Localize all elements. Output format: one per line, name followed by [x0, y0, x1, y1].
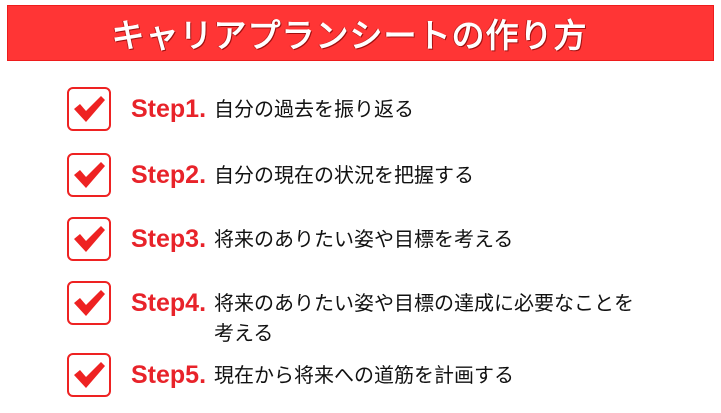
step-item-3: Step3. 将来のありたい姿や目標を考える: [67, 217, 513, 261]
step-description-line-1: 将来のありたい姿や目標の達成に必要なことを: [214, 291, 635, 315]
step-item-1: Step1. 自分の過去を振り返る: [67, 87, 414, 131]
step-description: 将来のありたい姿や目標の達成に必要なことを 考える: [214, 288, 634, 348]
checkbox-checked-icon: [67, 353, 111, 397]
step-label: Step3.: [131, 225, 207, 253]
step-description: 将来のありたい姿や目標を考える: [214, 227, 514, 251]
step-item-2: Step2. 自分の現在の状況を把握する: [67, 153, 474, 197]
step-description: 自分の現在の状況を把握する: [214, 163, 475, 187]
step-description: 自分の過去を振り返る: [214, 97, 415, 121]
step-label: Step1.: [131, 95, 207, 123]
step-item-5: Step5. 現在から将来への道筋を計画する: [67, 353, 514, 397]
step-label: Step2.: [131, 161, 207, 189]
step-label: Step5.: [131, 361, 207, 389]
title-banner: キャリアプランシートの作り方: [7, 5, 714, 61]
checkbox-checked-icon: [67, 87, 111, 131]
step-item-4: Step4. 将来のありたい姿や目標の達成に必要なことを 考える: [67, 281, 634, 348]
checkbox-checked-icon: [67, 153, 111, 197]
step-description: 現在から将来への道筋を計画する: [214, 363, 515, 387]
checkbox-checked-icon: [67, 217, 111, 261]
step-label: Step4.: [131, 289, 207, 317]
checkbox-checked-icon: [67, 281, 111, 325]
page-title: キャリアプランシートの作り方: [111, 16, 588, 55]
step-description-line-2: 考える: [214, 321, 274, 345]
